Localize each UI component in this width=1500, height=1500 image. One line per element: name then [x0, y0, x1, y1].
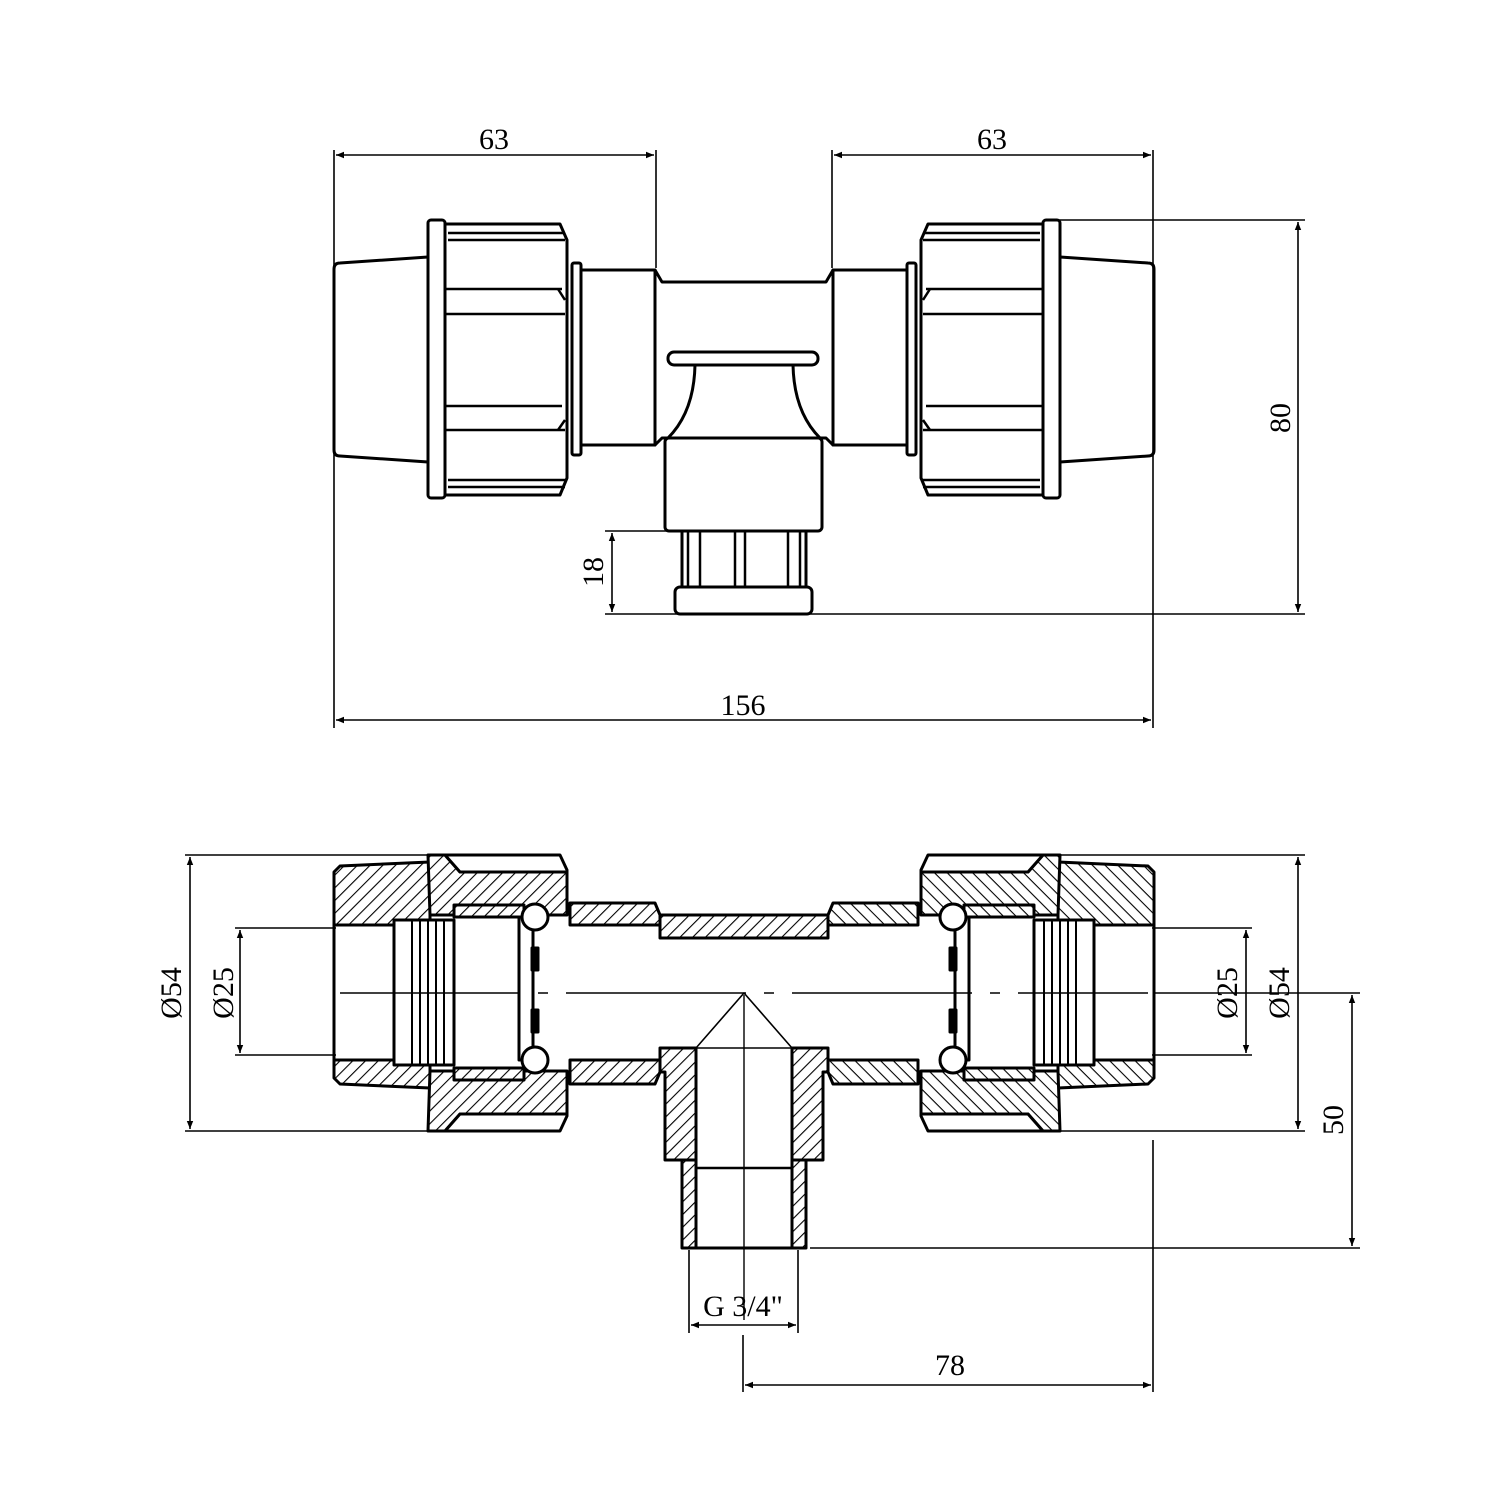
pipe-end-cap: [332, 255, 430, 464]
dim-left-length: 63: [479, 123, 509, 156]
dim-total-length: 156: [720, 689, 766, 722]
section-view-left-half: [332, 853, 662, 1133]
outlet-cap: [673, 585, 814, 616]
dim-left-inner-dia: Ø25: [207, 967, 240, 1019]
dim-half-length: 78: [935, 1349, 965, 1382]
dim-branch-height: 50: [1317, 1105, 1350, 1135]
nut-flange: [426, 218, 447, 500]
dim-outlet: 18: [577, 557, 610, 587]
dim-right-outer-dia: Ø54: [1263, 967, 1296, 1019]
top-view-right-half: [831, 218, 1156, 500]
dim-thread: G 3/4": [703, 1290, 783, 1323]
dim-right-inner-dia: Ø25: [1211, 967, 1244, 1019]
sleeve: [579, 268, 657, 447]
dim-height: 80: [1264, 403, 1297, 433]
compression-nut: [443, 222, 569, 497]
top-view-left-half: [332, 218, 657, 500]
top-view-dimensions: [333, 150, 1305, 728]
dim-right-length: 63: [977, 123, 1007, 156]
centerlines: [340, 992, 1360, 1320]
section-view-dimensions: [185, 854, 1360, 1392]
dim-left-outer-dia: Ø54: [155, 967, 188, 1019]
top-view-tee-body: [653, 268, 835, 616]
